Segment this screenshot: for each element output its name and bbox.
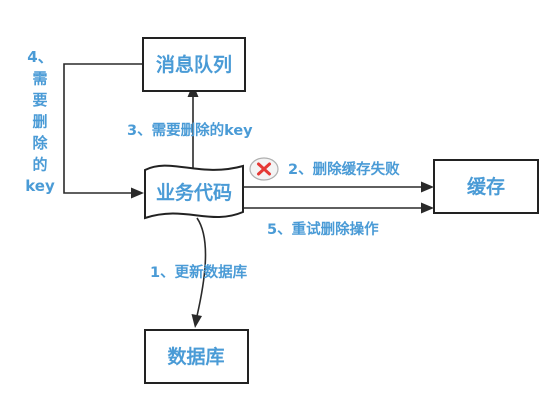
edge-1-line [196,217,207,317]
node-cache-label: 缓存 [467,175,505,198]
edge-5-label: 5、重试删除操作 [267,220,379,238]
edge-1-arrowhead [191,314,202,328]
node-service-shape [144,164,244,220]
node-queue: 消息队列 [142,37,246,92]
edges [63,63,434,328]
node-cache: 缓存 [433,159,539,214]
edge-3-label: 3、需要删除的key [127,121,253,139]
red-x-icon [249,157,279,181]
edge-4-line [63,63,142,194]
edge-4-label-line: 4、 [27,48,52,66]
node-service: 业务代码 [144,164,244,220]
edge-4-arrowhead [131,187,144,199]
node-database-label: 数据库 [167,345,224,368]
edge-4-label-line: key [25,177,55,195]
edge-1-label: 1、更新数据库 [150,263,248,281]
edge-4-label-line: 需 [32,70,47,88]
edge-4-label-line: 删 [32,113,47,131]
nodes: 消息队列 业务代码 缓存 数据库 [142,37,539,384]
edge-4-label-line: 除 [32,134,48,152]
edge-4-label-line: 要 [32,91,47,109]
node-queue-label: 消息队列 [156,53,232,76]
edge-4-label: 4、需要删除的 key [25,48,55,195]
edge-5-arrowhead [421,202,434,214]
edge-2-arrowhead [421,181,434,193]
node-database: 数据库 [144,329,249,384]
edge-4-label-line: 的 [32,156,47,174]
node-service-label: 业务代码 [156,181,232,204]
edge-2-label: 2、删除缓存失败 [288,160,400,178]
edge-labels: 3、需要删除的key 2、删除缓存失败 5、重试删除操作 1、更新数据库 4、需… [25,48,400,281]
